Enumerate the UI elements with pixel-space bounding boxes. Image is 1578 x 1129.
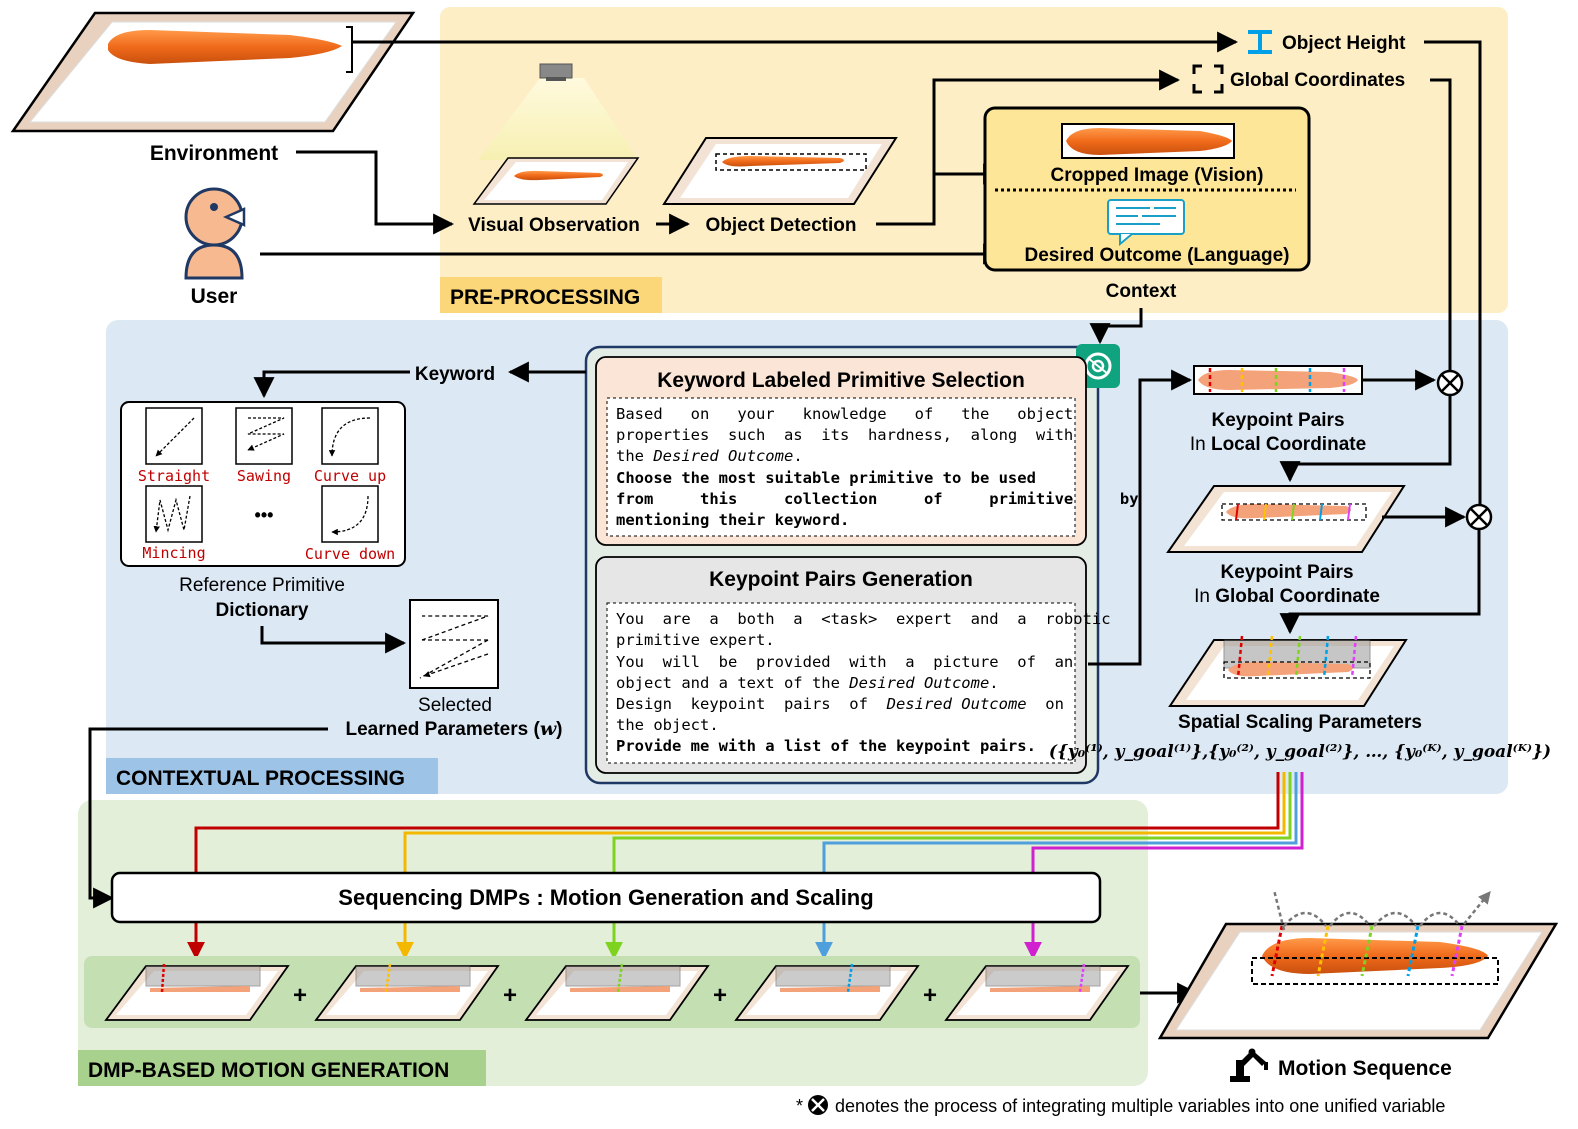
cropped-image-label: Cropped Image (Vision) xyxy=(1051,165,1264,186)
motion-sequence-image xyxy=(1157,889,1559,1040)
kp-local-label-1: Keypoint Pairs xyxy=(1211,410,1344,431)
prompt1-line1: Based on your knowledge of the object xyxy=(616,405,1073,423)
context-label: Context xyxy=(1106,281,1177,302)
object-detection-label: Object Detection xyxy=(706,215,857,236)
plus-2: + xyxy=(503,982,517,1009)
plus-3: + xyxy=(713,982,727,1009)
dmp-step-5 xyxy=(944,963,1130,1021)
object-detection-image xyxy=(662,137,898,205)
chat-bubble-icon xyxy=(1107,199,1185,247)
primitive-straight-label: Straight xyxy=(138,467,210,485)
dictionary-label-1: Reference Primitive xyxy=(179,575,345,596)
prompt2-line1: You are a both a <task> expert and a rob… xyxy=(616,610,1111,628)
combine-node-1 xyxy=(1436,369,1464,397)
keypoint-local-image xyxy=(1193,365,1363,395)
spatial-scaling-formula: ({y₀⁽¹⁾, y_goal⁽¹⁾},{y₀⁽²⁾, y_goal⁽²⁾}, … xyxy=(1049,742,1551,762)
preprocessing-tag xyxy=(440,277,662,313)
global-coordinates-icon xyxy=(1192,64,1224,94)
primitive-mincing-icon xyxy=(145,485,203,543)
primitive-curve-down-label: Curve down xyxy=(305,545,395,563)
visual-observation-image xyxy=(472,63,640,205)
user-icon xyxy=(184,187,246,280)
footnote-text: denotes the process of integrating multi… xyxy=(830,1096,1445,1116)
selected-primitive-icon xyxy=(409,599,499,689)
primitive-ellipsis: ••• xyxy=(255,505,274,525)
prompt2-line4: object and a text of the Desired Outcome… xyxy=(616,674,999,692)
kp-global-label-1: Keypoint Pairs xyxy=(1220,562,1353,583)
plus-4: + xyxy=(923,982,937,1009)
dmp-step-2 xyxy=(314,963,500,1021)
prompt1-line6: mentioning their keyword. xyxy=(616,511,849,529)
primitive-sawing-icon xyxy=(235,407,293,465)
object-height-label: Object Height xyxy=(1282,33,1406,54)
prompt2-title: Keypoint Pairs Generation xyxy=(709,568,973,591)
prompt2-line2: primitive expert. xyxy=(616,631,775,649)
sequencing-dmps-box xyxy=(110,871,1102,924)
prompt1-line4: Choose the most suitable primitive to be… xyxy=(616,469,1036,487)
plus-1: + xyxy=(293,982,307,1009)
desired-outcome-label: Desired Outcome (Language) xyxy=(1025,245,1290,266)
prompt2-line5: Design keypoint pairs of Desired Outcome… xyxy=(616,695,1064,713)
dmp-tag xyxy=(78,1050,486,1086)
height-icon xyxy=(1248,30,1272,54)
footnote-star: * xyxy=(796,1096,803,1116)
prompt1-line5: from this collection of primitive by xyxy=(616,490,1139,508)
dictionary-label-2: Dictionary xyxy=(216,600,309,621)
global-coordinates-label: Global Coordinates xyxy=(1230,70,1405,91)
environment-tray xyxy=(10,11,416,133)
primitive-curve-up-label: Curve up xyxy=(314,467,386,485)
contextual-title: CONTEXTUAL PROCESSING xyxy=(116,767,405,790)
kp-global-label-2: In Global Coordinate xyxy=(1194,586,1380,607)
dmp-step-1 xyxy=(104,963,290,1021)
motion-sequence-label: Motion Sequence xyxy=(1278,1057,1452,1080)
user-label: User xyxy=(191,285,238,308)
prompt1-line2: properties such as its hardness, along w… xyxy=(616,426,1073,444)
prompt2-line7: Provide me with a list of the keypoint p… xyxy=(616,737,1036,755)
primitive-straight-icon xyxy=(145,407,203,465)
carrot-image xyxy=(108,30,342,64)
sequencing-dmps-label: Sequencing DMPs : Motion Generation and … xyxy=(338,885,873,910)
spatial-scaling-label: Spatial Scaling Parameters xyxy=(1178,712,1422,733)
kp-local-label-2: In Local Coordinate xyxy=(1190,434,1366,455)
learned-parameters-label: Learned Parameters (w) xyxy=(345,718,562,740)
dmp-step-3 xyxy=(524,963,710,1021)
dmp-step-4 xyxy=(734,963,920,1021)
preprocessing-title: PRE-PROCESSING xyxy=(450,286,640,309)
combine-operator-icon xyxy=(808,1095,828,1115)
dmp-title: DMP-BASED MOTION GENERATION xyxy=(88,1059,449,1082)
environment-label: Environment xyxy=(150,142,278,165)
contextual-tag xyxy=(106,758,438,794)
prompt1-title: Keyword Labeled Primitive Selection xyxy=(657,369,1025,392)
keyword-label: Keyword xyxy=(415,364,495,385)
primitive-curve-up-icon xyxy=(321,407,379,465)
robot-arm-icon xyxy=(1230,1048,1268,1082)
visual-observation-label: Visual Observation xyxy=(468,215,640,236)
prompt1-line3: the Desired Outcome. xyxy=(616,447,803,465)
primitive-mincing-label: Mincing xyxy=(142,544,205,562)
selected-label: Selected xyxy=(418,695,492,716)
combine-node-2 xyxy=(1465,503,1493,531)
chatgpt-icon xyxy=(1076,344,1120,388)
primitive-sawing-label: Sawing xyxy=(237,467,291,485)
primitive-curve-down-icon xyxy=(321,485,379,543)
prompt2-line6: the object. xyxy=(616,716,719,734)
spatial-scaling-image xyxy=(1168,635,1408,707)
prompt2-line3: You will be provided with a picture of a… xyxy=(616,653,1073,671)
keypoint-global-image xyxy=(1166,485,1406,553)
